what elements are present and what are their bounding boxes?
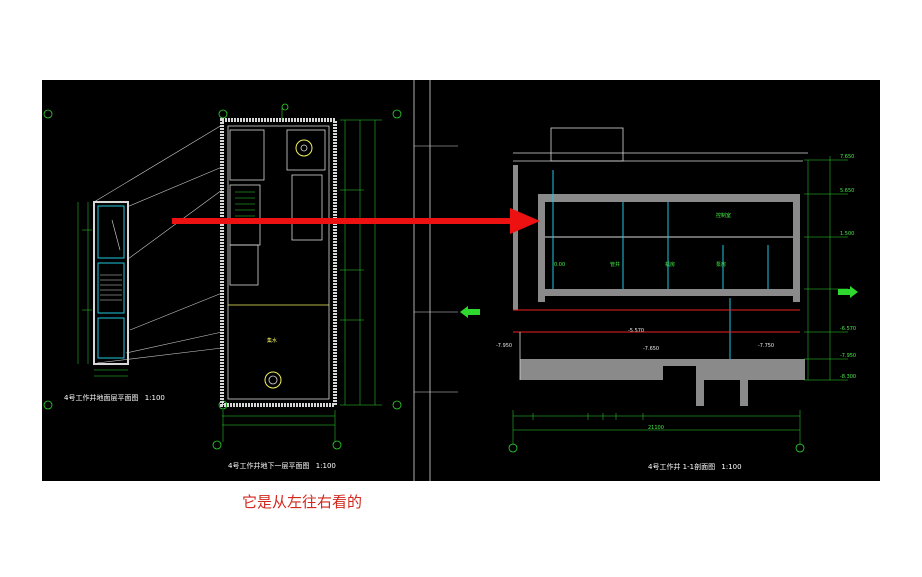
svg-text:-5.570: -5.570 xyxy=(628,328,644,334)
cad-plan-panel: 集水 4号工作井地面层平面图 1:100 xyxy=(42,80,458,481)
svg-text:泵房: 泵房 xyxy=(716,261,726,268)
mid-plan-scale: 1:100 xyxy=(315,462,336,470)
svg-text:21100: 21100 xyxy=(648,425,664,431)
svg-text:管井: 管井 xyxy=(610,261,620,268)
section-scale: 1:100 xyxy=(721,463,742,471)
svg-text:集水: 集水 xyxy=(267,337,277,344)
left-plan-caption: 4号工作井地面层平面图 xyxy=(64,394,139,402)
plan-drawing: 集水 xyxy=(43,80,458,481)
mid-plan-caption: 4号工作井地下一层平面图 xyxy=(228,462,310,470)
svg-text:-7.650: -7.650 xyxy=(643,346,659,352)
svg-text:7.650: 7.650 xyxy=(840,154,854,160)
cad-section-panel: -5.570 -7.650 -7.950 -7.750 0.00 管井 机房 泵… xyxy=(458,80,880,481)
section-shell xyxy=(513,165,800,310)
outlet-arrow-icon xyxy=(838,286,858,298)
svg-text:-6.570: -6.570 xyxy=(840,326,856,332)
svg-text:0.00: 0.00 xyxy=(554,262,565,268)
projection-lines xyxy=(93,124,223,364)
left-plan-scale: 1:100 xyxy=(144,394,165,402)
mid-dimensions xyxy=(222,119,382,442)
section-caption: 4号工作井 1-1剖面图 xyxy=(648,463,716,471)
small-plan xyxy=(77,201,129,377)
middle-plan: 集水 xyxy=(220,108,337,407)
grid-bubble-a xyxy=(508,443,518,453)
title-block-strip xyxy=(413,80,458,481)
basement xyxy=(513,309,805,406)
svg-text:-7.950: -7.950 xyxy=(496,343,512,349)
svg-text:-7.750: -7.750 xyxy=(758,343,774,349)
rooftop xyxy=(513,127,808,162)
grid-bubble-b xyxy=(795,443,805,453)
svg-text:机房: 机房 xyxy=(665,261,675,268)
inlet-arrow-icon xyxy=(460,306,480,318)
section-drawing: -5.570 -7.650 -7.950 -7.750 0.00 管井 机房 泵… xyxy=(460,127,858,453)
grid-bubbles xyxy=(43,103,402,450)
svg-text:1.500: 1.500 xyxy=(840,231,854,237)
svg-text:控制室: 控制室 xyxy=(716,212,731,219)
svg-text:-8.300: -8.300 xyxy=(840,374,856,380)
svg-text:-7.950: -7.950 xyxy=(840,353,856,359)
svg-text:5.650: 5.650 xyxy=(840,188,854,194)
section-dimensions xyxy=(512,156,848,445)
elevation-marks: -5.570 -7.650 -7.950 -7.750 0.00 管井 机房 泵… xyxy=(496,212,774,352)
annotation-note: 它是从左往右看的 xyxy=(242,493,363,511)
